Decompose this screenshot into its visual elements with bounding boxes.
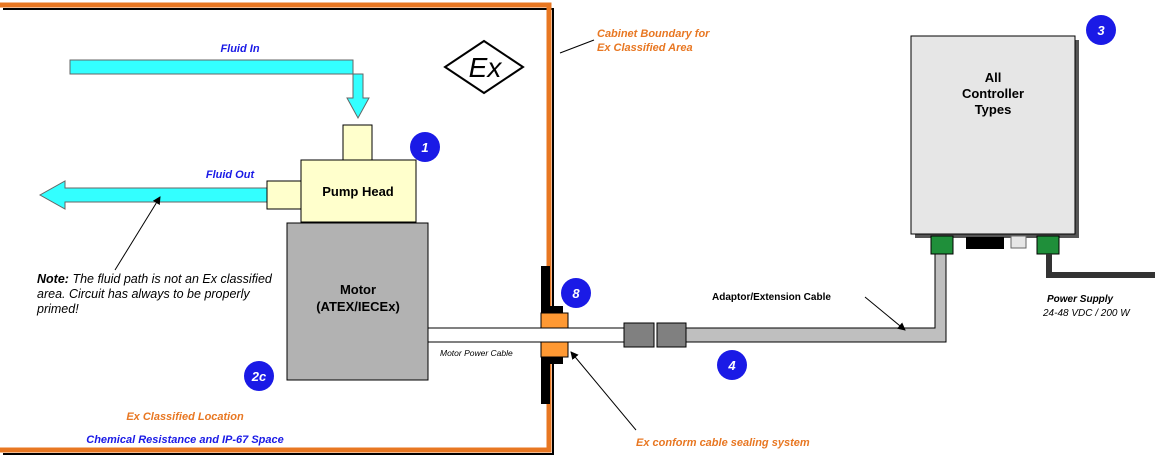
sealing-label: Ex conform cable sealing system [636,437,810,449]
badge-4: 4 [717,350,747,380]
badge-2c: 2c [244,361,274,391]
fluid-in-arrow [69,59,370,120]
fluid-out-arrow [38,180,269,210]
ex-location-label: Ex Classified Location [126,411,244,423]
power-supply-cable [1046,254,1155,278]
svg-text:4: 4 [727,358,736,373]
svg-text:8: 8 [572,286,580,301]
pump-head-label: Pump Head [322,184,394,199]
adaptor-cable-label: Adaptor/Extension Cable [712,292,831,303]
badge-1: 1 [410,132,440,162]
controller-small-connector [1010,235,1027,249]
controller-label-line2: Controller [962,86,1024,101]
controller-data-connector [966,237,1004,249]
motor-label-line2: (ATEX/IECEx) [316,299,400,314]
cabinet-boundary-pointer [559,39,595,54]
cable-sealing-gland [540,266,569,404]
svg-text:3: 3 [1097,23,1105,38]
fluid-out-label: Fluid Out [206,169,256,181]
power-supply-label: Power Supply [1047,294,1114,305]
fluid-path-note: Note: The fluid path is not an Ex classi… [37,272,277,317]
motor-power-cable [427,327,625,343]
cable-connector-right [656,322,687,348]
note-pointer [114,196,161,271]
cable-connector-left [623,322,655,348]
power-supply-spec: 24-48 VDC / 200 W [1042,308,1131,319]
motor [286,222,429,381]
controller-label-line3: Types [975,102,1012,117]
controller-motor-connector [930,235,954,255]
ex-symbol-text: Ex [469,52,503,83]
pump-head [300,159,417,223]
cabinet-boundary-label-line2: Ex Classified Area [597,42,693,54]
svg-text:1: 1 [421,140,428,155]
motor-label-line1: Motor [340,282,376,297]
fluid-in-label: Fluid In [220,43,259,55]
ex-symbol-icon: Ex [443,39,525,95]
controller [910,35,1076,235]
pump-inlet-port [342,124,373,162]
note-text: The fluid path is not an Ex classified a… [37,272,272,316]
adaptor-cable-pointer [864,296,906,331]
pump-outlet-port [266,180,303,210]
cabinet-boundary-label-line1: Cabinet Boundary for [597,28,710,40]
badge-3: 3 [1086,15,1116,45]
motor-power-cable-label: Motor Power Cable [440,348,513,358]
sealing-pointer [570,351,637,431]
chemical-resistance-label: Chemical Resistance and IP-67 Space [86,434,283,446]
controller-label-line1: All [985,70,1002,85]
controller-power-connector [1036,235,1060,255]
note-prefix: Note: [37,272,69,286]
svg-text:2c: 2c [251,369,267,384]
cabinet-boundary [0,2,552,453]
badge-8: 8 [561,278,591,308]
cabinet-boundary-shadow [3,8,554,455]
